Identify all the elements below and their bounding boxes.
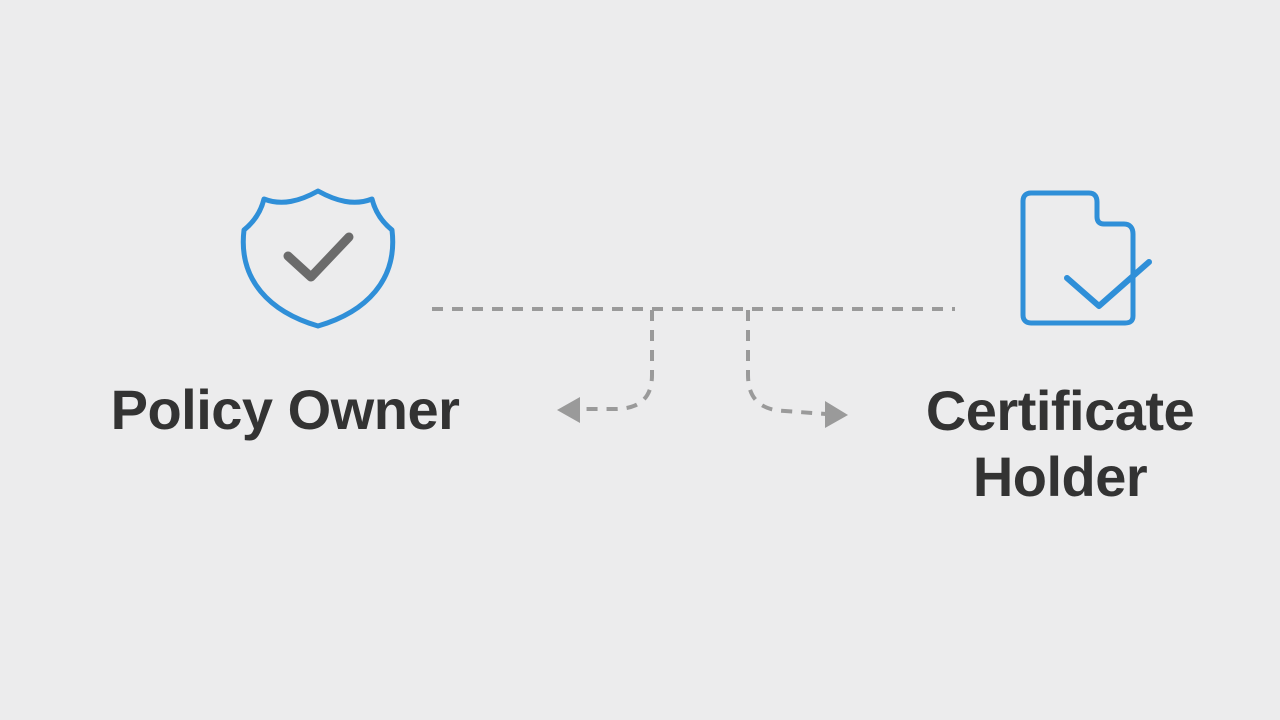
document-outline xyxy=(1020,190,1136,326)
policy-owner-label: Policy Owner xyxy=(110,378,460,441)
connector-lines xyxy=(432,307,955,416)
left-branch-connector xyxy=(578,310,654,411)
right-branch-connector xyxy=(746,310,827,416)
certificate-holder-label-line2: Holder xyxy=(972,445,1148,508)
shield-check-icon xyxy=(240,188,396,329)
certificate-holder-label: Certificate Holder xyxy=(860,378,1260,510)
document-checkmark xyxy=(1064,259,1152,309)
shield-checkmark xyxy=(283,232,354,282)
document-check-icon xyxy=(1020,190,1152,326)
right-arrowhead-icon xyxy=(825,401,848,428)
left-arrowhead-icon xyxy=(557,397,580,423)
shield-outline xyxy=(240,188,396,329)
certificate-holder-label-line1: Certificate xyxy=(925,379,1195,442)
